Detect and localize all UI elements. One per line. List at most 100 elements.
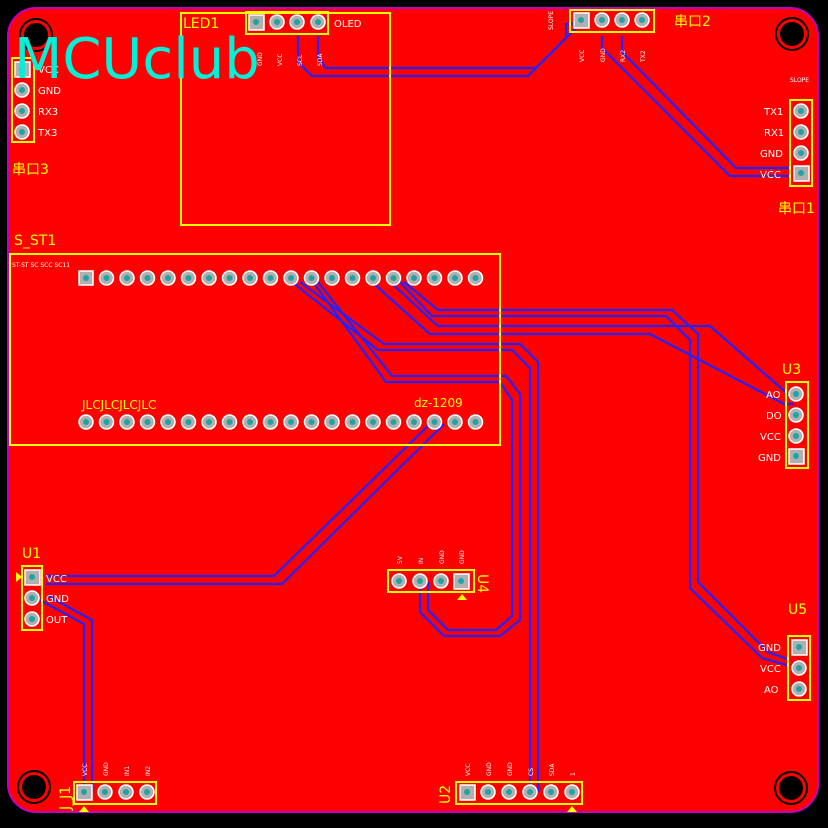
u2-ref: U2 [438, 785, 454, 804]
port2-pin-label: RX2 [620, 50, 627, 62]
board-outline [7, 7, 819, 813]
header-hole [206, 275, 212, 281]
header-hole [329, 419, 335, 425]
header-hole [452, 419, 458, 425]
led1-pin-label: GND [257, 52, 264, 66]
header-hole [185, 275, 192, 281]
header-hole [124, 419, 130, 425]
header-hole [267, 275, 274, 281]
port3-pin-label: RX3 [38, 107, 58, 118]
u4-component: U4 5V IN GND GND [387, 550, 490, 600]
header-hole [411, 275, 417, 281]
port1-pin-label: GND [760, 149, 783, 160]
u1-ref: U1 [22, 546, 41, 562]
header-hole [83, 419, 89, 425]
u2-pin-label: CS [528, 768, 535, 776]
mounting-holes [17, 17, 809, 805]
u2-pin-label: GND [486, 762, 493, 776]
header-hole [206, 419, 212, 425]
u5-pin-label: GND [758, 643, 781, 654]
u3-ref: U3 [782, 362, 801, 378]
u1-pin-label: OUT [46, 615, 68, 626]
u5-pin-label: AO [764, 685, 779, 696]
port3-pin-label: TX3 [37, 128, 57, 139]
port2-component: 串口2 SLOPE VCC GND RX2 TX2 [548, 9, 711, 63]
header-hole [390, 419, 397, 425]
u3-pin-label: DO [766, 411, 782, 422]
u3-pin-label: AO [766, 390, 781, 401]
j1-pin-label: VCC [82, 764, 89, 776]
header-hole [226, 275, 233, 281]
port1-ref: 串口1 [778, 201, 815, 217]
u4-pin-label: 5V [397, 555, 404, 564]
j1-pin-label: IN2 [145, 766, 152, 776]
header-hole [226, 419, 233, 425]
header-hole [329, 275, 335, 281]
sst1-ref: S_ST1 [14, 233, 56, 249]
header-hole [288, 419, 294, 425]
header-hole [144, 419, 151, 425]
header-hole [103, 275, 110, 281]
header-hole [308, 419, 315, 425]
u3-pin-label: GND [758, 453, 781, 464]
header-hole [247, 275, 253, 281]
header-hole [431, 275, 438, 281]
port2-ref: 串口2 [674, 14, 711, 30]
header-hole [124, 275, 130, 281]
port3-pin-label: GND [38, 86, 61, 97]
port3-pin-label: VCC [38, 65, 59, 76]
u4-pin-label: IN [418, 558, 425, 564]
header-hole [472, 275, 479, 281]
u1-pin-label: VCC [46, 574, 67, 585]
port3-ref: 串口3 [12, 162, 49, 178]
u2-pin-label: VCC [465, 764, 472, 776]
led1-pin-label: SDA [317, 53, 324, 66]
port1-pin-label: TX1 [763, 107, 783, 118]
header-hole [144, 275, 151, 281]
sst1-bottom-text: JLCJLCJLCJLC [81, 398, 156, 412]
u1-component: U1 VCC GND OUT [16, 546, 69, 631]
header-hole [370, 419, 376, 425]
sst1-part: dz-1209 [414, 396, 463, 410]
u2-pin-label: SDA [549, 763, 556, 776]
sst1-top-pins [78, 270, 484, 286]
port1-component: SLOPE TX1 RX1 GND VCC 串口1 [760, 77, 815, 217]
header-hole [472, 419, 479, 425]
header-hole [288, 275, 294, 281]
port2-tag: SLOPE [548, 11, 555, 30]
u3-component: U3 AO DO VCC GND [758, 362, 809, 469]
header-hole [431, 419, 438, 425]
header-hole [103, 419, 110, 425]
u2-pin-label: GND [507, 762, 514, 776]
header-hole [390, 275, 397, 281]
header-hole [452, 275, 458, 281]
port2-pin-label: TX2 [640, 50, 647, 63]
header-hole [349, 419, 356, 425]
header-hole [247, 419, 253, 425]
led1-name: OLED [334, 19, 362, 30]
led1-pin-label: SCL [297, 54, 304, 66]
led1-pin-label: VCC [277, 54, 284, 66]
header-hole [370, 275, 376, 281]
j1-pin-label: IN1 [124, 766, 131, 776]
header-hole [83, 275, 89, 281]
u4-pin-label: GND [459, 550, 466, 564]
header-hole [165, 275, 171, 281]
header-hole [411, 419, 417, 425]
header-hole [308, 275, 315, 281]
led1-component: LED1 OLED GND VCC SCL SDA [180, 11, 391, 226]
header-hole [349, 275, 356, 281]
u4-ref: U4 [474, 574, 490, 593]
port3-component: VCC GND RX3 TX3 串口3 [11, 57, 61, 178]
u2-component: U2 VCC GND GND CS SDA 1 [438, 762, 583, 812]
watermark: MCUclub [14, 27, 260, 92]
port2-pin-label: VCC [579, 50, 586, 62]
port1-tag: SLOPE [790, 77, 809, 84]
port1-pin-label: VCC [760, 170, 781, 181]
u2-pin-label: 1 [570, 772, 577, 776]
sst1-component: S_ST1 ST-ST SC SCC SC11 JLCJLCJLCJLC dz-… [9, 233, 501, 446]
u5-component: U5 GND VCC AO [758, 602, 811, 701]
u3-pin-label: VCC [760, 432, 781, 443]
u5-ref: U5 [788, 602, 807, 618]
